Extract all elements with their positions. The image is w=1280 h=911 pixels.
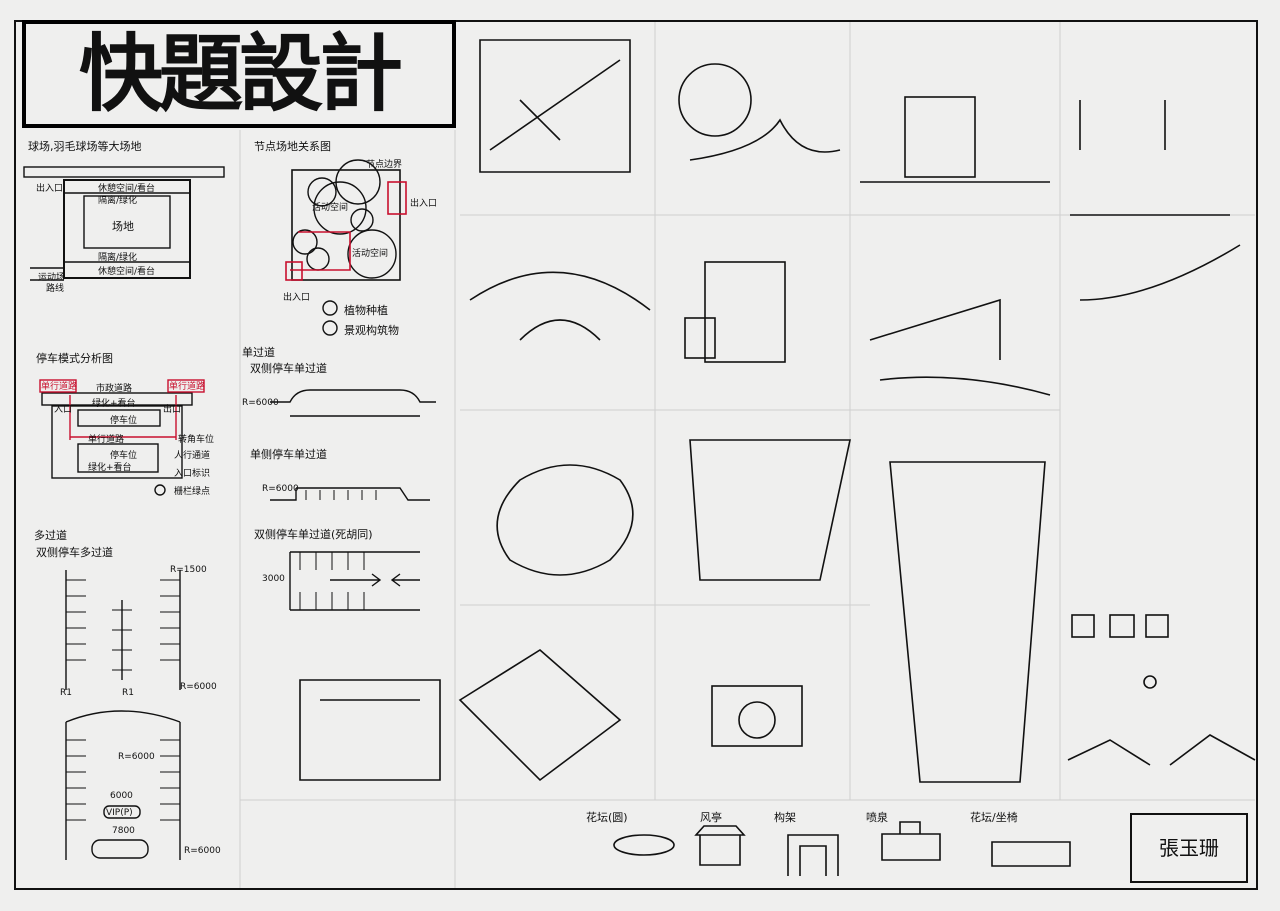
multi-heading: 多过道 [34, 529, 67, 542]
lanes-single-r: R=6000 [242, 398, 279, 408]
court-road-label-2: 路线 [46, 284, 65, 294]
parking-right-2: 人行通道 [174, 451, 211, 461]
multi-dim-2: 7800 [112, 826, 135, 836]
parking-block-1: 停车位 [110, 416, 138, 426]
parking-right-3: 入口标识 [174, 469, 211, 479]
multi-r1: R=1500 [170, 565, 207, 575]
node-legend-1: 植物种植 [344, 304, 388, 317]
lanes-double-heading: 双侧停车单过道(死胡同) [254, 528, 373, 541]
court-center: 场地 [112, 220, 134, 233]
court-road-label: 运动场 [38, 273, 66, 283]
node-entrance-bottom: 出入口 [283, 293, 311, 303]
element-label-1: 花坛(圆) [586, 811, 628, 824]
parking-heading: 停车模式分析图 [36, 352, 113, 365]
element-label-4: 喷泉 [866, 811, 888, 824]
node-inner-bottom: 活动空间 [352, 249, 389, 259]
multi-dim-1: 6000 [110, 791, 133, 801]
sheet-title: 快題設計 [22, 20, 456, 128]
multi-r2: R1 [60, 688, 72, 698]
parking-green: 绿化+看台 [92, 399, 136, 409]
parking-entrance: 入口 [54, 405, 73, 415]
parking-exit: 出口 [163, 405, 182, 415]
court-top-band-1: 休憩空间/看台 [98, 184, 156, 194]
node-inner-top: 活动空间 [312, 203, 349, 213]
node-edge: 节点边界 [366, 160, 403, 170]
parking-block-2: 停车位 [110, 451, 138, 461]
lanes-single-heading: 单过道 [242, 346, 275, 359]
parking-row-2: 绿化+看台 [88, 463, 132, 473]
lanes-double-dim: 3000 [262, 574, 285, 584]
parking-row-1: 单行道路 [88, 435, 125, 445]
court-heading: 球场,羽毛球场等大场地 [28, 140, 142, 153]
court-entrance: 出入口 [36, 184, 64, 194]
sheet-border [14, 20, 1258, 890]
author-name: 張玉珊 [1130, 813, 1248, 883]
multi-r4: R=6000 [180, 682, 217, 692]
court-bottom-band-2: 休憩空间/看台 [98, 267, 156, 277]
court-bottom-band-1: 隔离/绿化 [98, 253, 138, 263]
multi-r3: R1 [122, 688, 134, 698]
lanes-one-side-r: R=6000 [262, 484, 299, 494]
parking-left-red: 单行道路 [41, 382, 78, 392]
node-legend-2: 景观构筑物 [344, 324, 399, 337]
multi-vip: VIP(P) [106, 808, 133, 818]
element-label-5: 花坛/坐椅 [970, 811, 1018, 824]
parking-right-red: 单行道路 [169, 382, 206, 392]
multi-r6: R=6000 [184, 846, 221, 856]
court-top-band-2: 隔离/绿化 [98, 196, 138, 206]
element-label-2: 风亭 [700, 811, 722, 824]
lanes-single-sub: 双侧停车单过道 [250, 362, 327, 375]
multi-r5: R=6000 [118, 752, 155, 762]
parking-right-4: 栅栏绿点 [174, 487, 211, 497]
element-label-3: 构架 [774, 811, 796, 824]
lanes-one-side-heading: 单侧停车单过道 [250, 448, 327, 461]
parking-right-1: 转角车位 [178, 435, 215, 445]
node-entrance-right: 出入口 [410, 199, 438, 209]
node-heading: 节点场地关系图 [254, 140, 331, 153]
multi-sub: 双侧停车多过道 [36, 546, 113, 559]
parking-road: 市政道路 [96, 384, 133, 394]
